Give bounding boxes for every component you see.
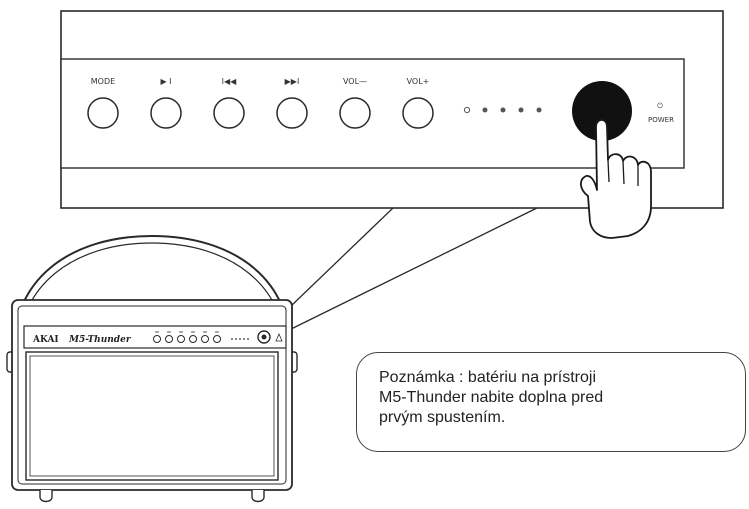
speaker-grille [25, 351, 279, 481]
note-line-1: Poznámka : batériu na prístroji [379, 369, 596, 386]
power-label: POWER [648, 116, 674, 124]
speaker-mini-dot [231, 338, 233, 340]
speaker-mini-buttons [153, 331, 221, 343]
speaker-mini-button [189, 335, 197, 343]
vol-up-button-label: VOL+ [407, 77, 430, 86]
speaker-mini-dot [243, 338, 245, 340]
speaker-mini-dot [247, 338, 249, 340]
indicator-dot [463, 106, 471, 114]
speaker-mini-dots [231, 338, 249, 340]
note-line-2: M5-Thunder nabite doplna pred [379, 389, 604, 406]
speaker-mini-button [153, 335, 161, 343]
callout-leader-lines [265, 207, 538, 334]
indicator-dot [536, 107, 542, 113]
speaker-mini-button [201, 335, 209, 343]
mode-button[interactable] [87, 97, 119, 129]
model-logo: M5-Thunder [68, 335, 132, 345]
vol-up-button[interactable] [402, 97, 434, 129]
mode-button-label: MODE [91, 77, 115, 86]
indicator-dots [463, 106, 542, 114]
previous-button-label: I◀◀ [222, 77, 238, 86]
power-control: ⏻ POWER [572, 81, 674, 141]
indicator-dot [518, 107, 524, 113]
panel-buttons: MODE ▶︎ I I◀◀ ▶▶I VOL— VOL+ [87, 77, 434, 129]
speaker-mini-dot [239, 338, 241, 340]
indicator-dot [500, 107, 506, 113]
play-pause-button-label: ▶︎ I [160, 77, 171, 86]
vol-down-button[interactable] [339, 97, 371, 129]
power-button[interactable] [572, 81, 632, 141]
note-box: Poznámka : batériu na prístroji M5-Thund… [356, 352, 746, 452]
play-pause-button[interactable] [150, 97, 182, 129]
vol-down-button-label: VOL— [343, 77, 367, 86]
speaker-mini-button [213, 335, 221, 343]
speaker-unit: AKAI M5-Thunder [6, 234, 298, 503]
next-button[interactable] [276, 97, 308, 129]
speaker-handle [12, 234, 292, 357]
speaker-mini-button [165, 335, 173, 343]
indicator-dot [482, 107, 488, 113]
speaker-mini-button [177, 335, 185, 343]
previous-button[interactable] [213, 97, 245, 129]
power-symbol-icon: ⏻ [657, 102, 663, 110]
speaker-mini-dot [235, 338, 237, 340]
pressing-hand-icon [580, 118, 652, 239]
next-button-label: ▶▶I [285, 77, 300, 86]
note-line-3: prvým spustením. [379, 409, 506, 426]
brand-logo: AKAI [32, 335, 59, 345]
